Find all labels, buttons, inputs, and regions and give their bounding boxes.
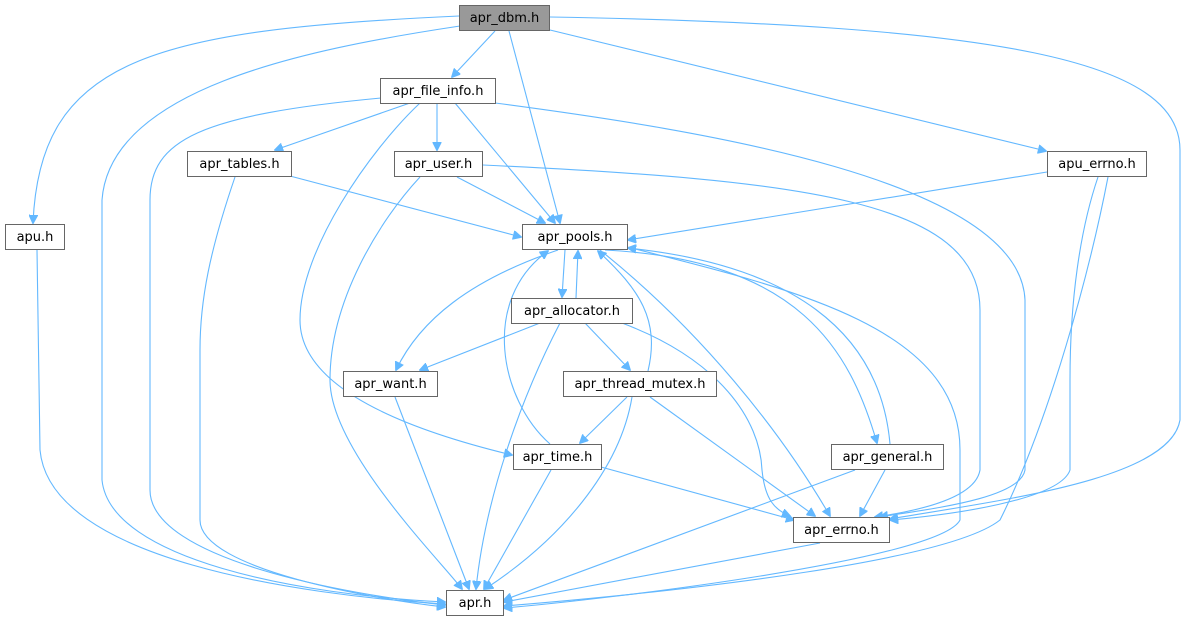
node-apr-general-h[interactable]: apr_general.h bbox=[831, 444, 944, 470]
edge-apu-errno-pools bbox=[628, 171, 1048, 240]
edge-apu-errno-errno bbox=[890, 176, 1099, 520]
node-apu-errno-h[interactable]: apu_errno.h bbox=[1047, 151, 1147, 177]
edge-thread-mutex-apr bbox=[485, 396, 633, 589]
edge-time-pools bbox=[503, 251, 551, 445]
edge-dbm-pools bbox=[508, 30, 560, 223]
edge-want-apr bbox=[394, 396, 469, 589]
edge-pools-want bbox=[396, 249, 559, 370]
node-apr-thread-mutex-h[interactable]: apr_thread_mutex.h bbox=[563, 371, 717, 397]
node-apr-pools-h[interactable]: apr_pools.h bbox=[522, 224, 628, 250]
edge-general-apr bbox=[504, 469, 856, 600]
edge-allocator-errno bbox=[621, 322, 790, 516]
edge-allocator-want bbox=[420, 322, 541, 370]
node-apr-file-info-h[interactable]: apr_file_info.h bbox=[380, 78, 496, 104]
edge-pools-general bbox=[604, 249, 877, 443]
edge-dbm-apu bbox=[33, 15, 460, 223]
edge-user-pools bbox=[456, 176, 545, 223]
node-apr-errno-h[interactable]: apr_errno.h bbox=[793, 517, 890, 543]
node-apr-allocator-h[interactable]: apr_allocator.h bbox=[511, 298, 633, 324]
edge-dbm-apr bbox=[101, 25, 461, 602]
edge-time-errno bbox=[600, 466, 794, 520]
edge-user-errno bbox=[482, 164, 981, 517]
edge-tables-apr bbox=[199, 176, 445, 607]
node-apr-time-h[interactable]: apr_time.h bbox=[513, 444, 602, 470]
edge-dbm-apu-errno bbox=[549, 29, 1046, 151]
node-apr-h[interactable]: apr.h bbox=[446, 590, 504, 616]
node-apr-dbm-h: apr_dbm.h bbox=[459, 5, 550, 31]
edge-errno-apr bbox=[504, 542, 821, 602]
edge-pools-allocator bbox=[562, 249, 565, 297]
edge-allocator-thread-mutex bbox=[584, 322, 630, 370]
edge-tables-pools bbox=[289, 175, 521, 237]
node-apr-want-h[interactable]: apr_want.h bbox=[343, 371, 438, 397]
edge-thread-mutex-time bbox=[580, 396, 628, 443]
node-apr-tables-h[interactable]: apr_tables.h bbox=[187, 151, 292, 177]
edge-thread-mutex-errno bbox=[649, 396, 815, 516]
edge-pools-errno bbox=[599, 249, 830, 516]
edge-time-apr bbox=[484, 469, 552, 589]
edge-allocator-pools bbox=[576, 251, 578, 299]
edge-thread-mutex-pools bbox=[598, 251, 652, 372]
edge-file-info-tables bbox=[275, 102, 411, 150]
edge-user-apr bbox=[329, 176, 462, 589]
edge-dbm-errno bbox=[549, 16, 1181, 519]
edge-pools-apr bbox=[504, 246, 961, 608]
edge-apu-apr bbox=[36, 249, 445, 604]
node-apu-h[interactable]: apu.h bbox=[5, 224, 65, 250]
edge-file-info-errno bbox=[494, 102, 1026, 517]
edge-file-info-pools bbox=[454, 102, 555, 223]
edge-allocator-apr bbox=[476, 322, 561, 589]
edge-general-pools bbox=[628, 248, 891, 445]
node-apr-user-h[interactable]: apr_user.h bbox=[394, 151, 483, 177]
edge-general-errno bbox=[860, 469, 886, 516]
edge-apu-errno-apr bbox=[504, 176, 1109, 606]
edge-dbm-file-info bbox=[452, 30, 496, 77]
edge-file-info-time bbox=[299, 102, 512, 455]
edge-file-info-apr bbox=[149, 97, 445, 605]
